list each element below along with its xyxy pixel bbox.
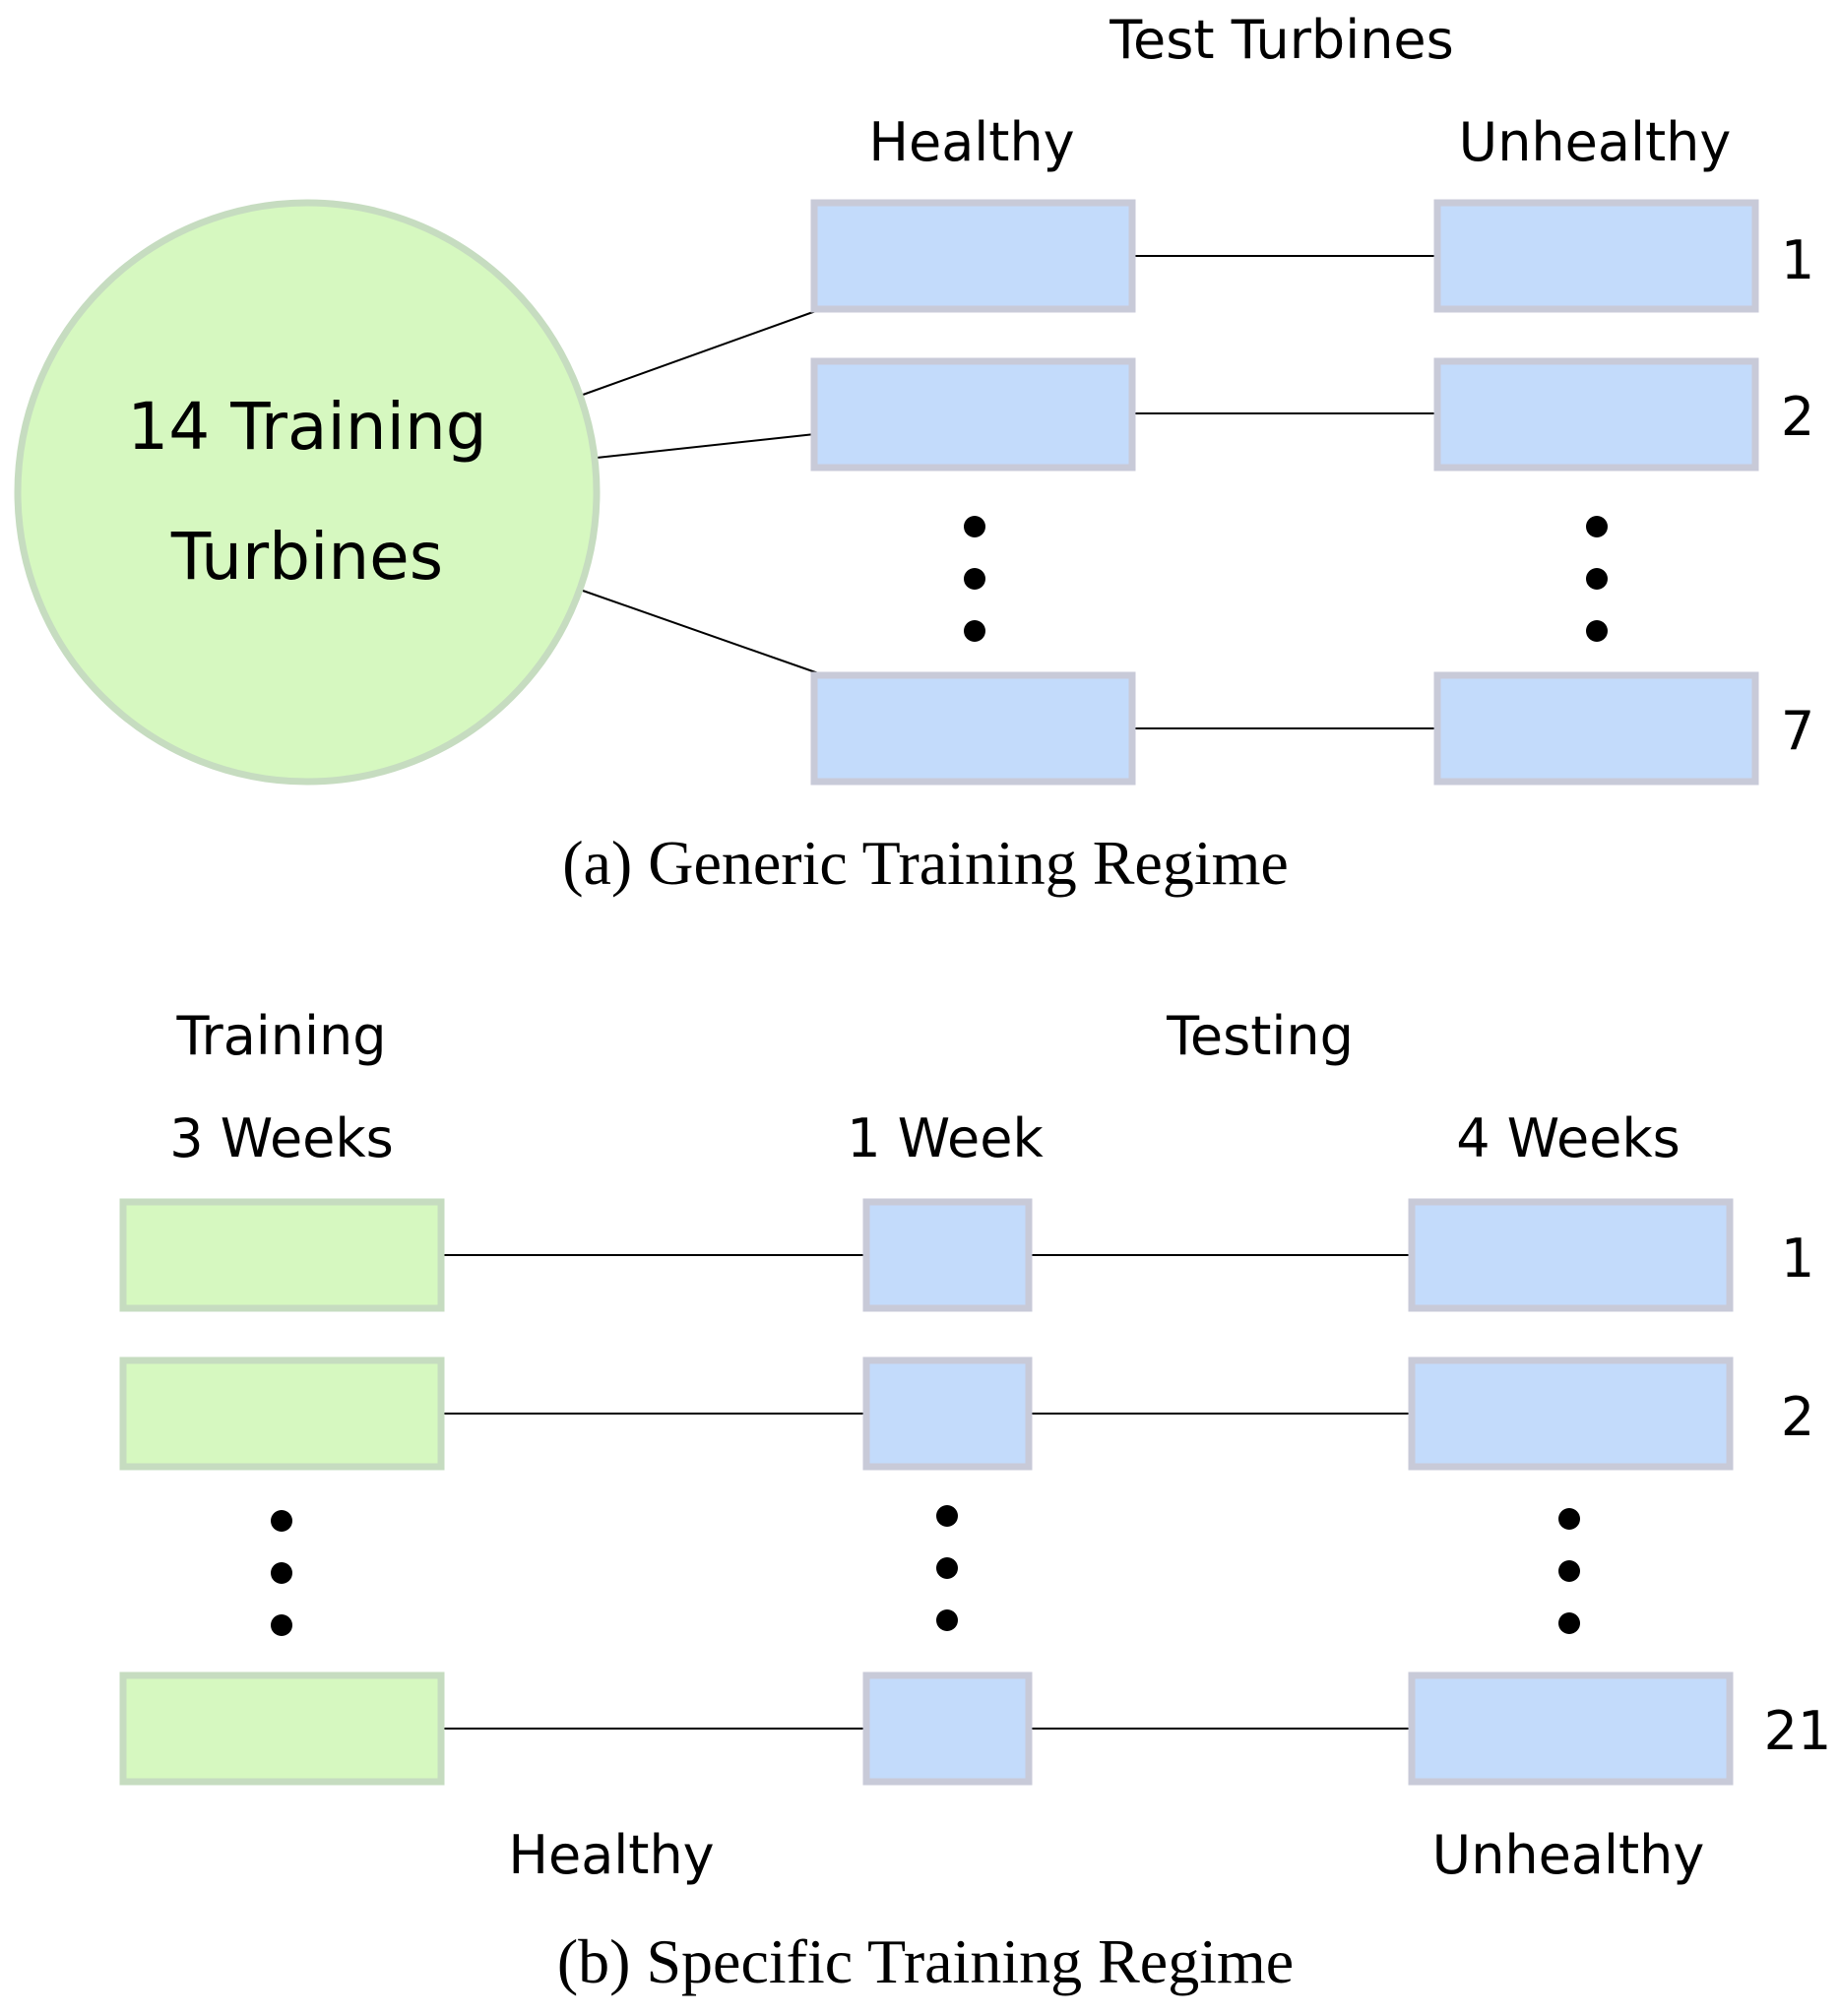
healthy-box-1 — [810, 199, 1136, 313]
week-box-21 — [862, 1671, 1033, 1786]
training-header: Training — [175, 1005, 386, 1067]
link-circle-to-healthy-1 — [582, 307, 825, 396]
healthy-column-header: Healthy — [868, 111, 1074, 173]
week-box-1 — [862, 1198, 1033, 1312]
panel-a: 14 Training Turbines Test Turbines Healt… — [14, 9, 1814, 898]
caption-b: (b) Specific Training Regime — [557, 1926, 1294, 1996]
testing-header: Testing — [1166, 1005, 1354, 1067]
ellipsis-four-weeks — [1558, 1508, 1580, 1634]
bottom-healthy-label: Healthy — [508, 1824, 714, 1886]
b-row-number-21: 21 — [1764, 1700, 1832, 1762]
test-turbines-header: Test Turbines — [1109, 9, 1454, 71]
training-box-21 — [119, 1671, 445, 1786]
row-number-2: 2 — [1781, 386, 1814, 448]
panel-b: Training Testing 3 Weeks 1 Week 4 Weeks — [119, 1005, 1832, 1996]
one-week-header: 1 Week — [847, 1107, 1044, 1169]
ellipsis-training — [271, 1510, 292, 1636]
training-turbines-circle — [14, 199, 601, 786]
four-weeks-box-1 — [1408, 1198, 1734, 1312]
four-weeks-header: 4 Weeks — [1456, 1107, 1680, 1169]
three-weeks-header: 3 Weeks — [169, 1107, 394, 1169]
link-circle-to-healthy-2 — [596, 432, 825, 459]
b-row-number-1: 1 — [1781, 1228, 1814, 1290]
training-box-2 — [119, 1356, 445, 1471]
link-circle-to-healthy-7 — [582, 590, 825, 676]
ellipsis-one-week — [936, 1505, 958, 1631]
ellipsis-unhealthy — [1586, 516, 1608, 642]
bottom-unhealthy-label: Unhealthy — [1432, 1824, 1705, 1886]
caption-a: (a) Generic Training Regime — [562, 828, 1289, 898]
four-weeks-box-21 — [1408, 1671, 1734, 1786]
week-box-2 — [862, 1356, 1033, 1471]
row-number-1: 1 — [1781, 229, 1814, 291]
unhealthy-box-1 — [1433, 199, 1759, 313]
unhealthy-box-2 — [1433, 357, 1759, 472]
row-number-7: 7 — [1781, 700, 1814, 762]
ellipsis-healthy — [964, 516, 985, 642]
unhealthy-box-7 — [1433, 671, 1759, 786]
four-weeks-box-2 — [1408, 1356, 1734, 1471]
circle-label-line2: Turbines — [170, 519, 443, 595]
healthy-box-7 — [810, 671, 1136, 786]
circle-label-line1: 14 Training — [127, 389, 486, 465]
training-box-1 — [119, 1198, 445, 1312]
unhealthy-column-header: Unhealthy — [1459, 111, 1732, 173]
healthy-box-2 — [810, 357, 1136, 472]
b-row-number-2: 2 — [1781, 1386, 1814, 1448]
